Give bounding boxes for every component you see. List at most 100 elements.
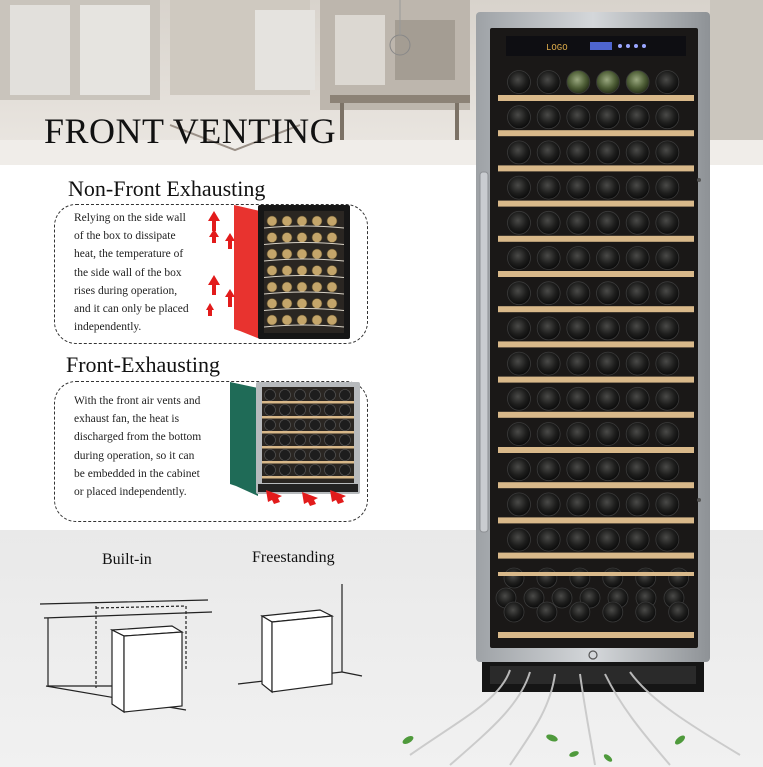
desc-line: independently. xyxy=(74,321,142,334)
bottle xyxy=(566,140,591,165)
bottle xyxy=(339,389,351,401)
bottle xyxy=(536,316,561,341)
bottle xyxy=(309,389,321,401)
bottle xyxy=(279,434,291,446)
bottle xyxy=(309,464,321,476)
bottle xyxy=(655,281,680,306)
bottle xyxy=(625,422,650,446)
wood-shelf xyxy=(498,200,694,207)
bottle xyxy=(324,419,336,431)
bottle xyxy=(281,248,293,260)
wood-shelf xyxy=(498,376,694,383)
freestanding-label: Freestanding xyxy=(252,549,335,566)
bottle xyxy=(281,314,293,326)
shelf-row xyxy=(498,140,694,172)
bottle xyxy=(339,449,351,461)
bottle xyxy=(566,527,591,552)
bottle xyxy=(536,351,561,376)
wood-shelf xyxy=(498,130,694,137)
bottle xyxy=(503,567,525,589)
bottle xyxy=(296,314,308,326)
bottle xyxy=(566,281,591,306)
bottle xyxy=(569,567,591,589)
bottle xyxy=(596,210,620,235)
door-handle[interactable] xyxy=(479,171,489,533)
bottle xyxy=(596,140,620,165)
non-front-description: Relying on the side wall of the box to d… xyxy=(74,209,210,336)
desc-line: the side wall of the box xyxy=(74,266,182,279)
bottle xyxy=(296,265,308,276)
wood-shelf xyxy=(498,235,694,242)
bottle xyxy=(566,316,591,341)
shelf-row xyxy=(498,281,694,313)
bottle xyxy=(507,246,531,270)
bottle xyxy=(536,457,561,482)
bottle xyxy=(536,386,561,411)
bottle xyxy=(266,281,278,293)
bottle xyxy=(596,316,620,341)
bottle xyxy=(625,316,650,341)
bottle xyxy=(596,70,620,94)
bottle xyxy=(655,105,680,130)
freestanding-diagram xyxy=(237,584,363,694)
bottle xyxy=(596,246,620,270)
bottle xyxy=(324,464,336,476)
bottle xyxy=(566,105,591,130)
wood-shelf xyxy=(498,306,694,313)
bottle xyxy=(625,492,650,517)
bottle xyxy=(566,386,591,411)
bottle xyxy=(536,567,558,589)
bottle xyxy=(536,105,561,130)
bottle xyxy=(507,351,531,376)
wire-shelf xyxy=(263,308,345,311)
bottle xyxy=(311,215,323,227)
desc-line: and it can only be placed xyxy=(74,303,189,316)
shelf-row xyxy=(498,492,694,524)
desc-line: or placed independently. xyxy=(74,486,187,499)
bottle xyxy=(655,316,680,341)
bottle xyxy=(311,281,323,293)
shelf-row xyxy=(498,316,694,348)
bottle xyxy=(264,449,276,461)
bottle xyxy=(655,246,680,270)
bottle xyxy=(625,70,650,94)
wire-shelf xyxy=(263,291,345,295)
bottle xyxy=(311,298,323,309)
bottle xyxy=(281,298,293,309)
bottle xyxy=(655,527,680,552)
wood-shelf xyxy=(498,165,694,172)
shelf-row xyxy=(498,246,694,277)
bottle xyxy=(296,232,308,243)
bottle xyxy=(294,434,306,446)
bottle xyxy=(625,140,650,165)
bottle xyxy=(569,601,591,623)
bottle xyxy=(596,457,620,482)
non-front-fridge-illustration xyxy=(206,205,350,339)
bottle xyxy=(566,210,591,235)
wire-shelf xyxy=(263,225,345,229)
desc-line: exhaust fan, the heat is xyxy=(74,413,180,426)
desc-line: heat, the temperature of xyxy=(74,248,184,261)
bottle xyxy=(309,434,321,446)
bottle xyxy=(266,215,278,227)
wood-shelf xyxy=(498,552,694,559)
bottle xyxy=(536,527,561,552)
desc-line: during operation, so it can xyxy=(74,449,195,462)
bottle xyxy=(281,232,293,243)
temperature-display xyxy=(590,42,612,50)
bottle xyxy=(324,449,336,461)
shelf-row xyxy=(498,70,694,101)
bottle xyxy=(655,210,680,235)
bottle xyxy=(635,567,657,589)
bottle xyxy=(309,449,321,461)
front-title: Front-Exhausting xyxy=(66,352,220,377)
bottle xyxy=(507,105,531,130)
bottle xyxy=(566,457,591,482)
lock-icon[interactable] xyxy=(588,650,598,660)
front-fridge-illustration xyxy=(230,382,360,506)
shelf-row xyxy=(498,527,694,559)
bottle xyxy=(625,527,650,552)
bottle xyxy=(655,70,680,94)
bottle xyxy=(294,404,306,416)
bottle xyxy=(281,281,293,293)
